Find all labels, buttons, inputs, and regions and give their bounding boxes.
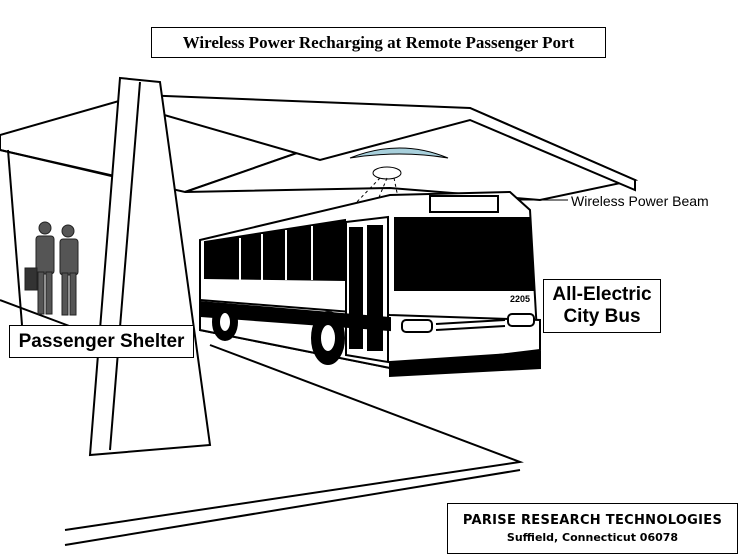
- title-box: Wireless Power Recharging at Remote Pass…: [151, 27, 606, 58]
- beam-label: Wireless Power Beam: [571, 193, 709, 209]
- company-name: PARISE RESEARCH TECHNOLOGIES: [463, 513, 722, 528]
- passenger-shelter-label-box: Passenger Shelter: [9, 325, 194, 358]
- bus-label-line1: All-Electric: [552, 284, 651, 306]
- bus-number: 2205: [510, 294, 530, 304]
- bus-label-line2: City Bus: [563, 306, 640, 328]
- passengers-icon: [25, 222, 78, 315]
- company-location: Suffield, Connecticut 06078: [507, 531, 678, 544]
- passenger-shelter-label: Passenger Shelter: [19, 331, 185, 353]
- bus-label-box: All-Electric City Bus: [543, 279, 661, 333]
- canopy-roof: [0, 95, 635, 200]
- page-title: Wireless Power Recharging at Remote Pass…: [183, 33, 575, 53]
- bus-icon: [200, 192, 540, 376]
- credit-box: PARISE RESEARCH TECHNOLOGIES Suffield, C…: [447, 503, 738, 554]
